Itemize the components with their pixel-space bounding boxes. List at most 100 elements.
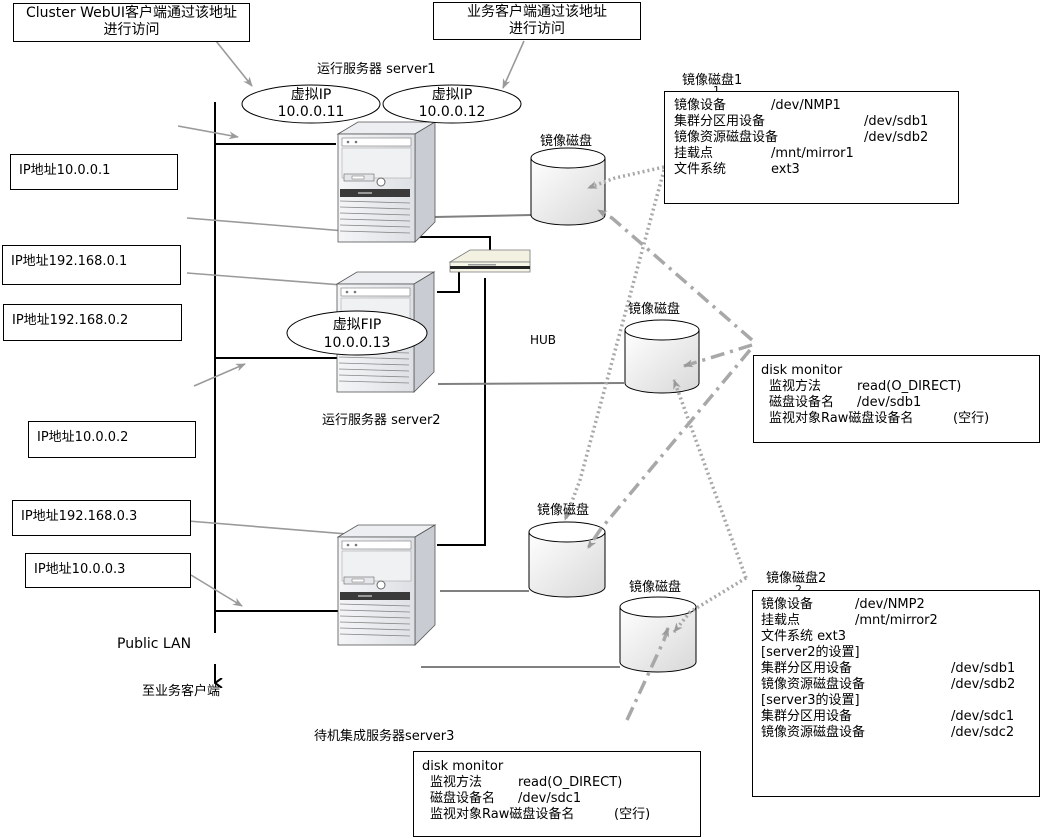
webui-callout-line2: 进行访问 [103,22,160,38]
mirror-disk-2-row: 集群分区用设备/dev/sdb1 [761,661,1039,677]
row-value: read(O_DIRECT) [857,379,962,394]
row-value: ext3 [771,162,800,177]
business-callout: 业务客户端通过该地址 进行访问 [433,2,641,40]
ip-box-10-0-0-1: IP地址10.0.0.1 [10,154,178,190]
row-key: 挂载点 [674,146,714,161]
virtual-ip-2: 虚拟IP 10.0.0.12 [383,87,521,121]
server1-label: 运行服务器 server1 [317,62,436,77]
mirror-disk-1-title: 镜像磁盘1 [682,73,743,88]
disk-monitor-2-title: disk monitor [422,759,504,774]
row-key: 监视方法 [769,379,822,394]
ip-box-label: IP地址10.0.0.3 [34,562,126,577]
interconnect-server3 [437,278,486,546]
mirror-disk-2-row: 文件系统 ext3 [761,629,1039,645]
mirror-disk-1-row: 挂载点/mnt/mirror1 [674,146,958,162]
ip-box-10-0-0-3: IP地址10.0.0.3 [25,553,191,588]
row-key: 监视方法 [430,775,483,790]
ip-box-label: IP地址10.0.0.2 [37,430,129,445]
business-callout-line1: 业务客户端通过该地址 [467,4,607,20]
row-key: 监视对象Raw磁盘设备名 [430,807,575,822]
mirror-disk-cylinder [530,147,606,226]
monitor1-link-disk3 [586,348,752,549]
row-key: 监视对象Raw磁盘设备名 [769,411,914,426]
business-callout-arrow [502,40,525,89]
webui-callout: Cluster WebUI客户端通过该地址 进行访问 [13,3,250,42]
server3-label: 待机集成服务器server3 [314,729,455,744]
virtual-ip-2-address: 10.0.0.12 [418,104,486,120]
monitor2-link-disk4 [625,627,670,721]
server1-icon [337,121,436,243]
ip-box-10-0-0-2: IP地址10.0.0.2 [28,421,196,458]
virtual-ip-1-address: 10.0.0.11 [277,104,345,120]
ip-box-192-168-0-3: IP地址192.168.0.3 [12,500,191,536]
row-value: (空行) [953,411,990,426]
interconnect-server2 [437,272,460,293]
ip-arrow-6 [190,574,243,607]
webui-callout-arrow [215,40,253,87]
mirror-disk-2-row: 镜像资源磁盘设备/dev/sdc2 [761,725,1039,741]
row-key: 磁盘设备名 [769,395,835,410]
mirror1-link-disk1 [587,165,665,190]
row-value: /dev/NMP2 [855,597,925,612]
disk-monitor-1-panel: disk monitor 监视方法 read(O_DIRECT) 磁盘设备名/de… [753,355,1040,443]
disk-monitor-2-row: 监视对象Raw磁盘设备名 (空行) [422,807,700,823]
ip-arrow-4 [193,363,246,387]
mirror-disk-1-row: 镜像资源磁盘设备/dev/sdb2 [674,130,958,146]
mirror-disk-2-title: 镜像磁盘2 [766,571,827,586]
row-key: 镜像资源磁盘设备 [761,677,866,692]
disk-label-1: 镜像磁盘 [540,134,593,149]
row-key: 集群分区用设备 [761,661,853,676]
disk-monitor-1-row: 磁盘设备名/dev/sdb1 [761,395,1039,411]
row-key: 集群分区用设备 [674,114,766,129]
row-value: /dev/sdb1 [857,395,922,410]
disk-monitor-1-title: disk monitor [761,363,843,378]
mirror-disk-2-row: [server2的设置] [761,645,1039,661]
to-clients-label: 至业务客户端 [142,684,221,699]
row-value: /mnt/mirror1 [771,146,854,161]
disk-label-3: 镜像磁盘 [537,503,590,518]
ip-box-label: IP地址192.168.0.3 [21,509,138,524]
mirror-disk-2-panel: 镜像设备/dev/NMP2 挂载点/mnt/mirror2 文件系统 ext3 … [752,590,1040,797]
ip-box-label: IP地址192.168.0.1 [11,254,128,269]
mirror-disk-1-row: 镜像设备/dev/NMP1 [674,98,958,114]
server3-icon [337,524,436,646]
row-key: 磁盘设备名 [430,791,496,806]
row-value: /dev/NMP1 [771,98,841,113]
disk-label-2: 镜像磁盘 [628,302,681,317]
row-value: /dev/sdc1 [518,791,582,806]
virtual-ip-1-ellipse [241,84,381,124]
monitor1-link-disk1 [597,208,754,342]
ip-arrow-1 [177,125,239,140]
mirror-disk-1-panel: 镜像设备/dev/NMP1 集群分区用设备/dev/sdb1 镜像资源磁盘设备/… [664,91,959,204]
mirror-disk-2-row: 集群分区用设备/dev/sdc1 [761,709,1039,725]
mirror-disk-2-marker: 2 [795,583,802,596]
row-key: 集群分区用设备 [761,709,853,724]
row-key: 镜像设备 [674,98,727,113]
row-value: /dev/sdc2 [951,725,1015,740]
mirror-disk-2-row: 镜像资源磁盘设备/dev/sdb2 [761,677,1039,693]
disk-monitor-2-row: 磁盘设备名/dev/sdc1 [422,791,700,807]
mirror1-link-disk3 [563,169,666,521]
row-key: 挂载点 [761,613,801,628]
row-value: (空行) [614,807,651,822]
row-key: 镜像资源磁盘设备 [761,725,866,740]
hub-icon [448,249,531,273]
disk-monitor-1-row: 监视对象Raw磁盘设备名 (空行) [761,411,1039,427]
row-value: /dev/sdb2 [951,677,1016,692]
row-value: /dev/sdb2 [864,130,929,145]
virtual-ip-2-ellipse [382,84,522,124]
row-key: 文件系统 [674,162,727,177]
mirror2-link-disk4 [672,576,747,634]
disk-link-server2 [437,382,625,385]
ip-box-192-168-0-2: IP地址192.168.0.2 [3,304,182,341]
interconnect-server1 [412,236,491,252]
row-key: [server3的设置] [761,693,860,708]
virtual-ip-1: 虚拟IP 10.0.0.11 [242,87,380,121]
virtual-fip-title: 虚拟FIP [332,317,382,333]
server2-label: 运行服务器 server2 [322,413,441,428]
public-lan-label: Public LAN [117,636,192,652]
ip-box-192-168-0-1: IP地址192.168.0.1 [2,245,181,285]
business-callout-line2: 进行访问 [509,21,565,37]
ip-box-label: IP地址10.0.0.1 [19,163,111,178]
